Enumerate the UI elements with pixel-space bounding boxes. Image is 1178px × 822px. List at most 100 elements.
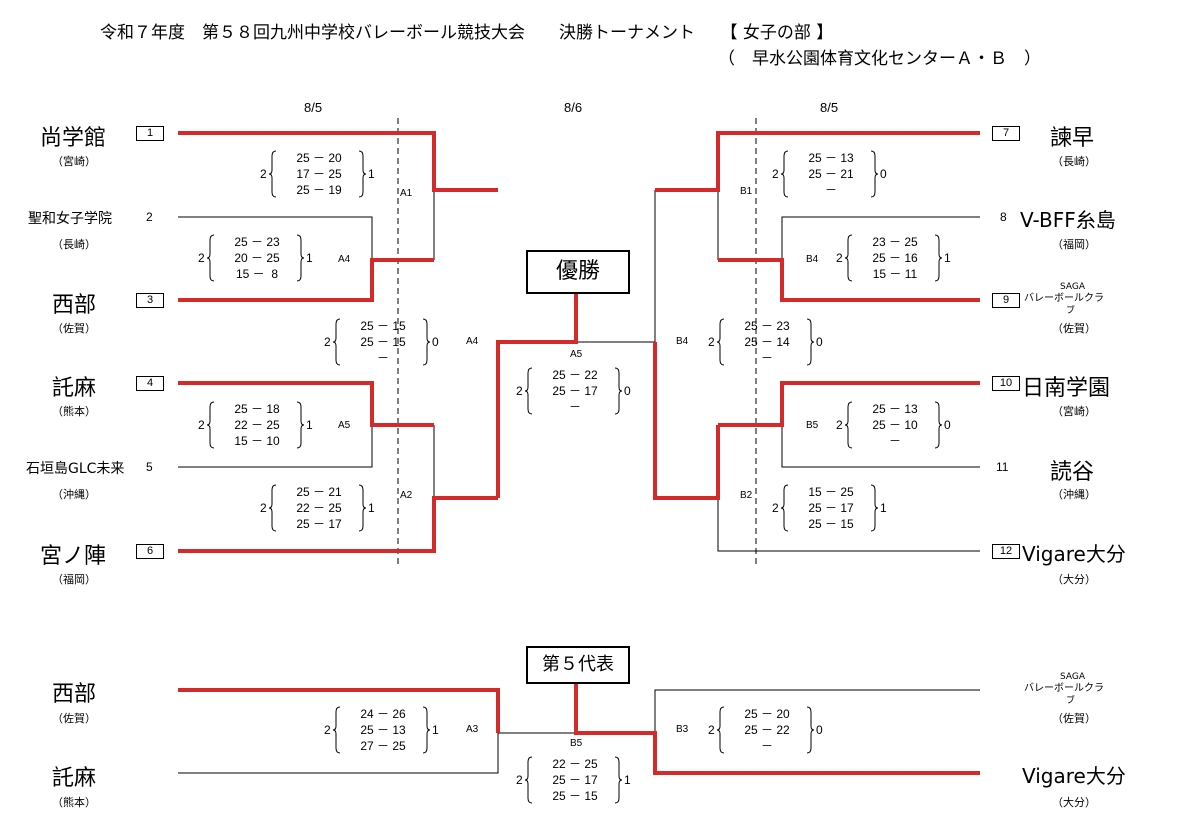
set-score: 25 － 17 bbox=[296, 517, 342, 531]
brace-right-icon bbox=[870, 484, 878, 532]
brace-left-icon bbox=[207, 234, 215, 282]
lower-team-r1-line2: バレーボールクラ bbox=[1024, 683, 1104, 694]
line-t11 bbox=[781, 425, 980, 468]
team-pref-t1: （宮崎） bbox=[52, 155, 96, 168]
sets-lost-a4b: 0 bbox=[432, 335, 439, 349]
brace-left-icon bbox=[717, 318, 725, 366]
team-name-t8: V-BFF糸島 bbox=[1020, 208, 1116, 232]
seed-t3: 3 bbox=[136, 293, 164, 308]
match-label-b1: B1 bbox=[740, 186, 753, 197]
brace-right-icon bbox=[358, 484, 366, 532]
sets-lost-a1: 1 bbox=[368, 167, 375, 181]
set-score: 25 － 13 bbox=[360, 723, 406, 737]
team-name-t12: Vigare大分 bbox=[1022, 542, 1126, 566]
line-t5 bbox=[178, 425, 373, 468]
sets-won-b1: 2 bbox=[772, 167, 779, 181]
champion-box: 優勝 bbox=[526, 250, 630, 294]
team-name-t6: 宮ノ陣 bbox=[40, 544, 107, 569]
match-label-a1: A1 bbox=[400, 188, 413, 199]
sets-won-a2: 2 bbox=[260, 501, 267, 515]
date-right: 8/5 bbox=[820, 100, 839, 115]
brace-right-icon bbox=[934, 401, 942, 449]
seed-t8: 8 bbox=[1000, 210, 1007, 224]
brace-right-icon bbox=[806, 318, 814, 366]
team-pref-t2: （長崎） bbox=[52, 238, 96, 251]
lower-team-l1: 西部 bbox=[52, 682, 97, 707]
sets-won-a4a: 2 bbox=[198, 251, 205, 265]
win-left-semi bbox=[496, 292, 578, 498]
sets-lost-a2: 1 bbox=[368, 501, 375, 515]
seed-t5: 5 bbox=[146, 460, 153, 474]
line-t2 bbox=[178, 216, 373, 260]
set-score: － bbox=[760, 351, 773, 365]
win-t1 bbox=[178, 131, 498, 192]
brace-right-icon bbox=[422, 706, 430, 754]
set-score: 22 － 25 bbox=[234, 418, 280, 432]
sets-won-b3: 2 bbox=[708, 723, 715, 737]
set-score: 22 － 25 bbox=[296, 501, 342, 515]
team-name-t4: 託麻 bbox=[52, 376, 97, 401]
win-t3 bbox=[178, 258, 434, 302]
match-label-a3: A3 bbox=[466, 724, 479, 735]
team-pref-t9: （佐賀） bbox=[1052, 322, 1096, 335]
line-lower-l2 bbox=[178, 733, 499, 774]
match-label-b3: B3 bbox=[676, 724, 689, 735]
set-score: 25 － 14 bbox=[744, 335, 790, 349]
brace-left-icon bbox=[333, 318, 341, 366]
seed-t4: 4 bbox=[136, 376, 164, 391]
team-pref-t8: （福岡） bbox=[1052, 238, 1096, 251]
lower-pref-r1: （佐賀） bbox=[1052, 712, 1096, 725]
set-score: 25 － 18 bbox=[234, 402, 280, 416]
line-t8 bbox=[781, 216, 980, 260]
sets-won-a4b: 2 bbox=[324, 335, 331, 349]
set-score: 25 － 23 bbox=[744, 319, 790, 333]
lower-team-r2: Vigare大分 bbox=[1022, 764, 1126, 788]
team-name-t5: 石垣島GLC未来 bbox=[26, 461, 125, 477]
lower-team-l2: 託麻 bbox=[52, 766, 97, 791]
set-score: 24 － 26 bbox=[360, 707, 406, 721]
team-pref-t7: （長崎） bbox=[1052, 155, 1096, 168]
set-score: 25 － 13 bbox=[872, 402, 918, 416]
set-score: 22 － 25 bbox=[552, 757, 598, 771]
set-score: 25 － 15 bbox=[360, 319, 406, 333]
team-pref-t11: （沖縄） bbox=[1052, 488, 1096, 501]
sets-lost-a5: 1 bbox=[306, 418, 313, 432]
set-score: 25 － 20 bbox=[744, 707, 790, 721]
team-pref-t5: （沖縄） bbox=[52, 488, 96, 501]
sets-won-b4a: 2 bbox=[836, 251, 843, 265]
set-score: 25 － 17 bbox=[552, 773, 598, 787]
match-label-a4b: A4 bbox=[466, 336, 479, 347]
set-score: 15 － 10 bbox=[234, 434, 280, 448]
team-name-t1: 尚学館 bbox=[40, 126, 107, 151]
sets-won-a5: 2 bbox=[198, 418, 205, 432]
brace-left-icon bbox=[845, 401, 853, 449]
set-score: 25 － 10 bbox=[872, 418, 918, 432]
brace-left-icon bbox=[525, 367, 533, 415]
date-center: 8/6 bbox=[564, 100, 583, 115]
sets-lost-b5f: 1 bbox=[624, 773, 631, 787]
sets-lost-b5: 0 bbox=[944, 418, 951, 432]
brace-left-icon bbox=[781, 150, 789, 198]
sets-lost-final: 0 bbox=[624, 384, 631, 398]
set-score: 27 － 25 bbox=[360, 739, 406, 753]
lower-team-r1-line3: ブ bbox=[1066, 696, 1076, 706]
win-lower-l1 bbox=[178, 688, 500, 733]
date-left: 8/5 bbox=[304, 100, 323, 115]
sets-lost-a4a: 1 bbox=[306, 251, 313, 265]
sets-won-b5: 2 bbox=[836, 418, 843, 432]
match-label-b5: B5 bbox=[806, 420, 819, 431]
set-score: 23 － 25 bbox=[872, 235, 918, 249]
win-t6 bbox=[178, 496, 498, 553]
set-score: 25 － 15 bbox=[808, 517, 854, 531]
match-label-b4a: B4 bbox=[806, 254, 819, 265]
brace-right-icon bbox=[614, 756, 622, 804]
win-b2 bbox=[653, 342, 720, 500]
page-title: 令和７年度 第５８回九州中学校バレーボール競技大会 決勝トーナメント 【 女子の… bbox=[100, 23, 834, 43]
